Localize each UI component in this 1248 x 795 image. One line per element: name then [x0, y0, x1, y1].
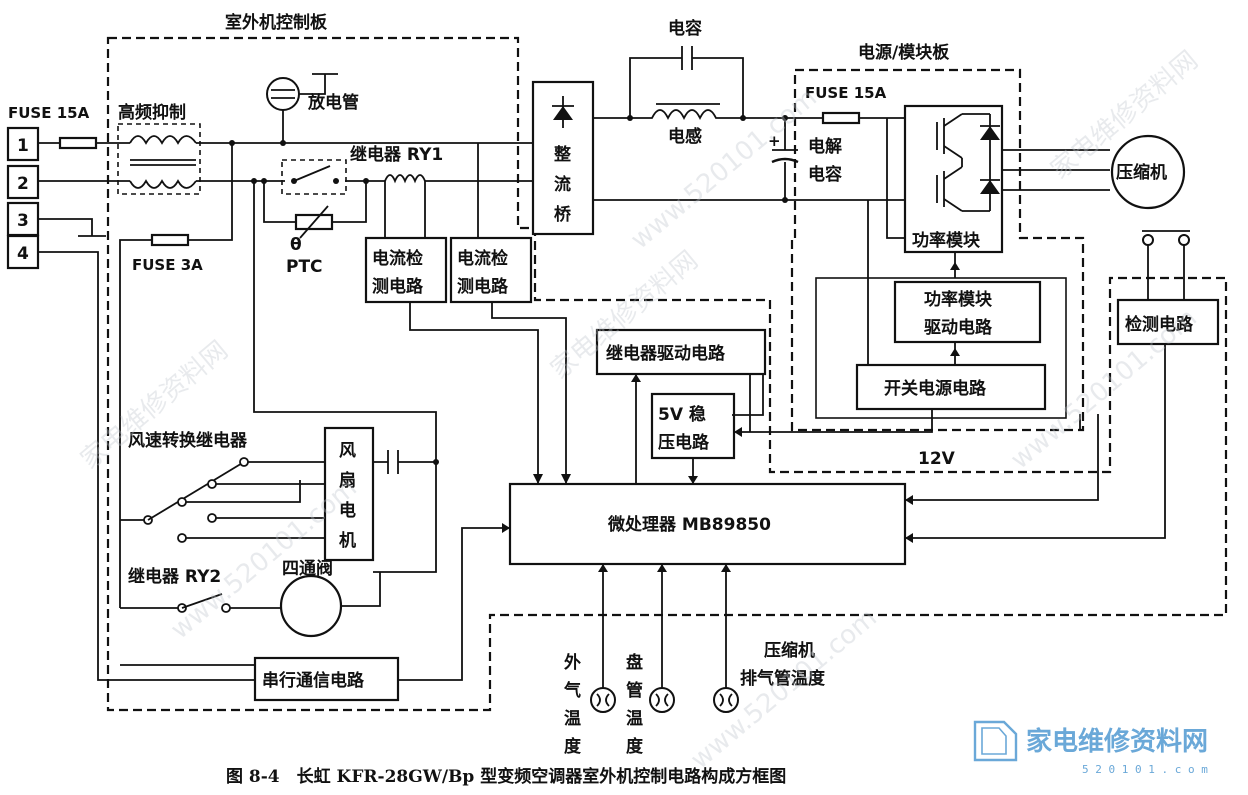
- fuse-3a-label: FUSE 3A: [132, 256, 203, 274]
- outdoor-temp-sensor-icon: [590, 564, 616, 713]
- relay-ry1-label: 继电器 RY1: [350, 144, 443, 165]
- capacitor-icon: [681, 46, 693, 70]
- outdoor-temp-char-3: 温: [564, 709, 581, 729]
- current-detect-2-line2: 测电路: [457, 276, 509, 297]
- relay-ry1-contact-icon: [281, 159, 347, 195]
- fan-motor-char-2: 扇: [339, 470, 356, 491]
- terminal-block: 1 2 3 4: [6, 126, 40, 270]
- rectifier-char-2: 流: [554, 174, 571, 195]
- svg-text:www.520101.com: www.520101.com: [625, 83, 823, 256]
- detect-circuit: [1116, 298, 1220, 346]
- hf-filter-icon: [117, 123, 201, 195]
- electrolytic-cap-line2: 电容: [808, 164, 842, 185]
- relay-drive-circuit: [595, 328, 767, 376]
- outdoor-board-title: 室外机控制板: [225, 12, 328, 33]
- inductor-icon: [630, 109, 743, 121]
- svg-text:5 2 0 1 0 1 . c o m: 5 2 0 1 0 1 . c o m: [1082, 763, 1208, 776]
- power-board-outline: [790, 68, 1085, 432]
- regulator-5v-line2: 压电路: [658, 432, 710, 453]
- fuse-15a-left-label: FUSE 15A: [8, 104, 90, 122]
- coil-temp-char-2: 管: [626, 680, 643, 701]
- igbt-icon: [936, 113, 1000, 212]
- discharge-tube-icon: [266, 73, 338, 143]
- terminal-3: 3: [17, 211, 29, 231]
- discharge-temp-line2: 排气管温度: [740, 668, 826, 689]
- fuse-15a-right-label: FUSE 15A: [805, 84, 887, 102]
- svg-text:www.520101.com: www.520101.com: [685, 603, 883, 776]
- fan-speed-relay-icon: [143, 457, 325, 543]
- power-board-title: 电源/模块板: [858, 42, 950, 63]
- detect-circuit-label: 检测电路: [1125, 314, 1194, 335]
- fuse-15a-left: [58, 136, 98, 150]
- discharge-temp-line1: 压缩机: [764, 640, 815, 661]
- rectifier-char-3: 桥: [554, 205, 572, 225]
- outdoor-temp-char-1: 外: [564, 652, 581, 673]
- fan-motor-char-3: 电: [339, 500, 356, 521]
- power-module: [903, 104, 1004, 254]
- serial-comm-label: 串行通信电路: [262, 670, 365, 691]
- module-drive-line1: 功率模块: [924, 289, 993, 310]
- mcu-label: 微处理器 MB89850: [607, 514, 771, 535]
- fuse-15a-right: [821, 111, 861, 125]
- smps-circuit: [855, 363, 1047, 411]
- diode-icon: [552, 96, 574, 128]
- current-detect-1-line1: 电流检: [372, 248, 423, 269]
- terminal-2: 2: [17, 174, 29, 194]
- svg-text:+: +: [768, 132, 781, 150]
- compressor-label: 压缩机: [1116, 162, 1167, 183]
- coil-temp-char-1: 盘: [626, 652, 643, 673]
- ptc-label: PTC: [286, 257, 323, 277]
- v12-label: 12V: [918, 449, 956, 469]
- discharge-temp-sensor-icon: [713, 564, 739, 713]
- mcu-block: [508, 482, 907, 566]
- four-way-valve-label: 四通阀: [282, 558, 333, 579]
- relay-drive-label: 继电器驱动电路: [606, 343, 726, 364]
- outdoor-board-outline: [106, 36, 1228, 712]
- fan-capacitor-icon: [387, 450, 399, 474]
- relay-ry2-icon: [120, 593, 280, 613]
- rectifier-char-1: 整: [554, 144, 571, 165]
- capacitor-label: 电容: [668, 18, 702, 39]
- figure-caption: 图 8-4 长虹 KFR-28GW/Bp 型变频空调器室外机控制电路构成方框图: [226, 766, 786, 787]
- serial-comm-circuit: [253, 656, 400, 702]
- current-detect-1-line2: 测电路: [372, 276, 424, 297]
- smps-label: 开关电源电路: [884, 378, 987, 399]
- site-logo: 家电维修资料网 5 2 0 1 0 1 . c o m: [973, 720, 1208, 776]
- coil-temp-sensor-icon: [649, 564, 675, 713]
- terminal-1: 1: [17, 136, 29, 156]
- outdoor-temp-char-2: 气: [563, 680, 581, 701]
- module-drive-line2: 驱动电路: [924, 317, 993, 338]
- relay-ry2-label: 继电器 RY2: [128, 566, 221, 587]
- coil-temp-char-3: 温: [626, 709, 643, 729]
- svg-text:家电维修资料网: 家电维修资料网: [75, 335, 234, 475]
- current-detect-circuit-1: [364, 236, 448, 304]
- current-detect-2-line1: 电流检: [457, 248, 508, 269]
- current-detect-circuit-2: [449, 236, 533, 304]
- inductor-label: 电感: [668, 126, 702, 147]
- electrolytic-capacitor-icon: +: [768, 118, 799, 200]
- compressor-icon: [1110, 134, 1186, 210]
- fan-relay-label: 风速转换继电器: [128, 430, 248, 451]
- ptc-theta-label: θ: [290, 235, 302, 255]
- terminal-4: 4: [17, 244, 29, 264]
- fan-motor: [323, 426, 375, 562]
- discharge-tube-label: 放电管: [307, 92, 359, 113]
- fuse-3a: [150, 233, 190, 247]
- power-module-label: 功率模块: [912, 230, 981, 251]
- svg-text:家电维修资料网: 家电维修资料网: [1026, 726, 1208, 757]
- hf-suppress-label: 高频抑制: [118, 102, 186, 123]
- coil-temp-char-4: 度: [626, 736, 644, 757]
- module-drive-circuit: [893, 280, 1042, 344]
- relay-ry1-coil-icon: [384, 174, 426, 184]
- regulator-5v-line1: 5V 稳: [658, 404, 706, 425]
- electrolytic-cap-line1: 电解: [808, 136, 842, 157]
- fan-motor-char-1: 风: [339, 441, 356, 461]
- outdoor-temp-char-4: 度: [564, 736, 582, 757]
- fan-motor-char-4: 机: [339, 530, 356, 551]
- four-way-valve-icon: [279, 574, 343, 638]
